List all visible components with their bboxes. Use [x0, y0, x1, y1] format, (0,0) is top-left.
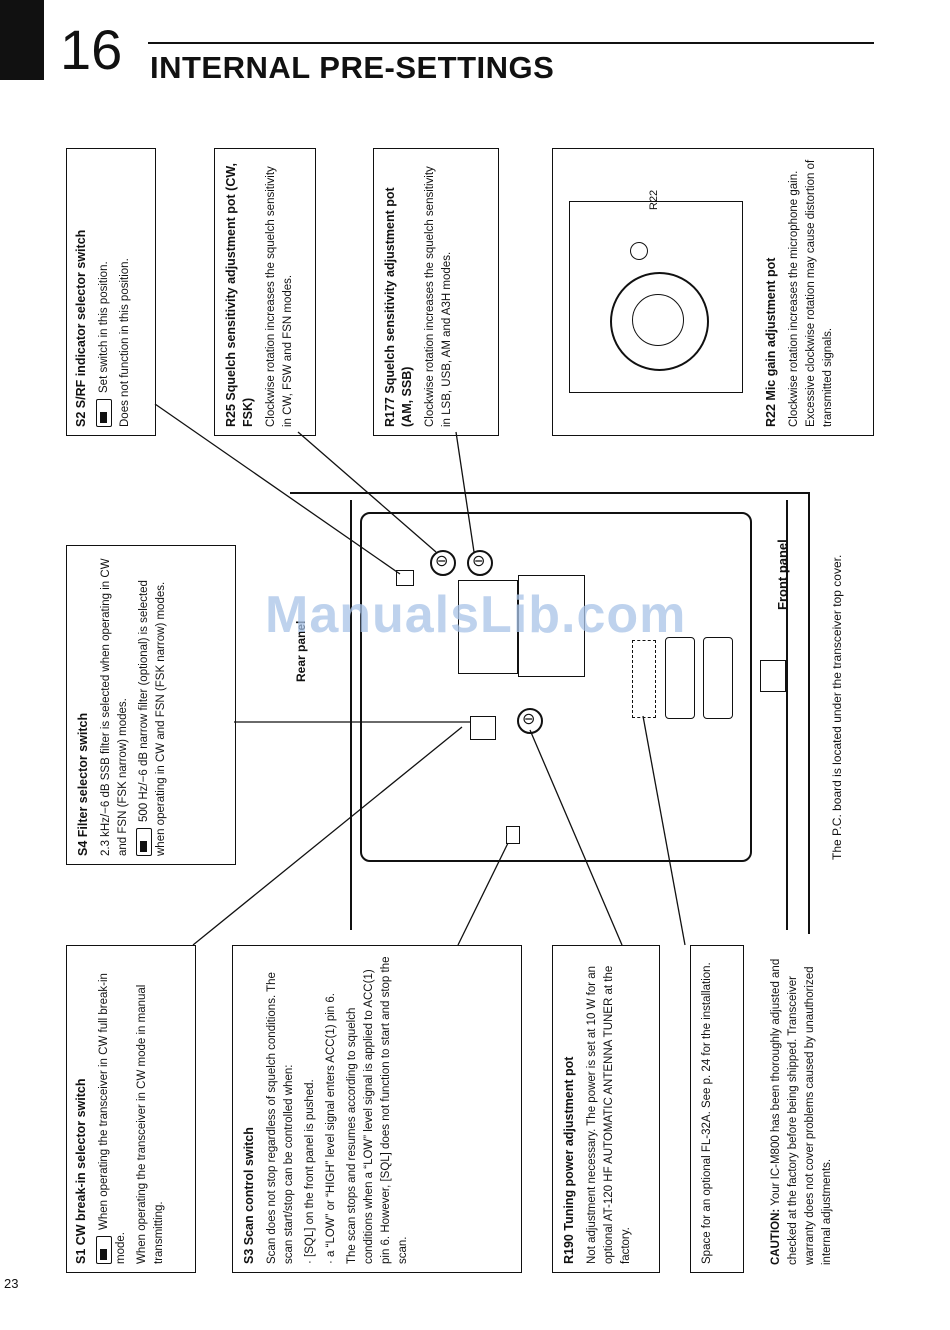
fl32a-text: Space for an optional FL-32A. See p. 24 … — [701, 962, 713, 1264]
s3-switch — [506, 826, 520, 844]
s4-line1: 2.3 kHz/−6 dB SSB filter is selected whe… — [100, 558, 129, 856]
watermark: ManualsLib.com — [265, 586, 687, 644]
r177-text: Clockwise rotation increases the squelch… — [424, 166, 453, 427]
s2-line2: Does not function in this position. — [119, 258, 132, 427]
r25-title: R25 Squelch sensitivity adjustment pot (… — [224, 163, 255, 427]
r22-callout: R22 — [648, 189, 660, 210]
s4-line2: 500 Hz/−6 dB narrow filter (optional) is… — [138, 580, 168, 856]
s2-switch — [396, 570, 414, 586]
pcb-location-note: The P.C. board is located under the tran… — [830, 554, 844, 860]
s1-title: S1 CW break-in selector switch — [74, 1078, 88, 1264]
r25-box: R25 Squelch sensitivity adjustment pot (… — [214, 148, 316, 436]
speaker-cone — [632, 294, 684, 346]
s1-line2: When operating the transceiver in CW mod… — [136, 984, 166, 1264]
s2-title: S2 S/RF indicator selector switch — [74, 229, 88, 427]
switch-icon — [96, 1236, 112, 1264]
page-number: 23 — [4, 1276, 19, 1291]
r25-pot — [430, 550, 456, 576]
r177-box: R177 Squelch sensitivity adjustment pot … — [373, 148, 499, 436]
s3-bullet2: · a “LOW” or “HIGH” level signal enters … — [325, 993, 337, 1264]
s3-title: S3 Scan control switch — [242, 1127, 256, 1264]
chassis-outline — [290, 492, 810, 934]
r190-text: Not adjustment necessary. The power is s… — [586, 965, 632, 1264]
chassis-inner-line — [350, 500, 352, 930]
r177-title: R177 Squelch sensitivity adjustment pot … — [383, 187, 414, 427]
s2-line1: Set switch in this position. — [98, 261, 111, 393]
r22-title: R22 Mic gain adjustment pot — [764, 257, 778, 427]
s4-switch — [470, 716, 496, 740]
board-module-1 — [458, 580, 518, 674]
page-title: INTERNAL PRE-SETTINGS — [150, 50, 555, 85]
s1-line1: When operating the transceiver in CW ful… — [98, 973, 128, 1264]
r22-box: R22 R22 Mic gain adjustment pot Clockwis… — [552, 148, 874, 436]
s3-para2: The scan stops and resumes according to … — [346, 956, 409, 1265]
fl32a-box: Space for an optional FL-32A. See p. 24 … — [690, 945, 744, 1273]
speaker-icon — [610, 272, 709, 371]
r190-title: R190 Tuning power adjustment pot — [562, 1056, 576, 1264]
r190-pot — [517, 708, 543, 734]
front-knob — [760, 660, 786, 692]
r177-pot — [467, 550, 493, 576]
s1-box: S1 CW break-in selector switch When oper… — [66, 945, 196, 1273]
r22-text: Clockwise rotation increases the microph… — [788, 159, 834, 427]
r25-text: Clockwise rotation increases the squelch… — [265, 166, 294, 427]
chapter-number: 16 — [60, 18, 123, 81]
board-connector-1 — [665, 637, 695, 719]
r190-box: R190 Tuning power adjustment pot Not adj… — [552, 945, 660, 1273]
s2-box: S2 S/RF indicator selector switch Set sw… — [66, 148, 156, 436]
caution-block: CAUTION: Your IC-M800 has been thoroughl… — [766, 945, 876, 1271]
switch-icon — [136, 828, 152, 856]
r22-illustration: R22 — [569, 190, 743, 393]
s4-box: S4 Filter selector switch 2.3 kHz/−6 dB … — [66, 545, 236, 865]
pc-board — [360, 512, 752, 862]
s3-bullet1: · [SQL] on the front panel is pushed. — [304, 1079, 316, 1264]
board-module-2 — [518, 575, 585, 677]
s3-para1: Scan does not stop regardless of squelch… — [266, 972, 295, 1264]
s3-box: S3 Scan control switch Scan does not sto… — [232, 945, 522, 1273]
s4-title: S4 Filter selector switch — [76, 712, 90, 856]
front-panel-label: Front panel — [775, 539, 790, 610]
board-connector-2 — [703, 637, 733, 719]
header-rule — [148, 42, 874, 44]
r22-pot-icon — [630, 242, 648, 260]
front-panel-edge — [786, 500, 788, 930]
fl32a-space — [632, 640, 656, 718]
caution-label: CAUTION: — [770, 1208, 782, 1265]
chapter-marker — [0, 0, 44, 80]
switch-icon — [96, 399, 112, 427]
